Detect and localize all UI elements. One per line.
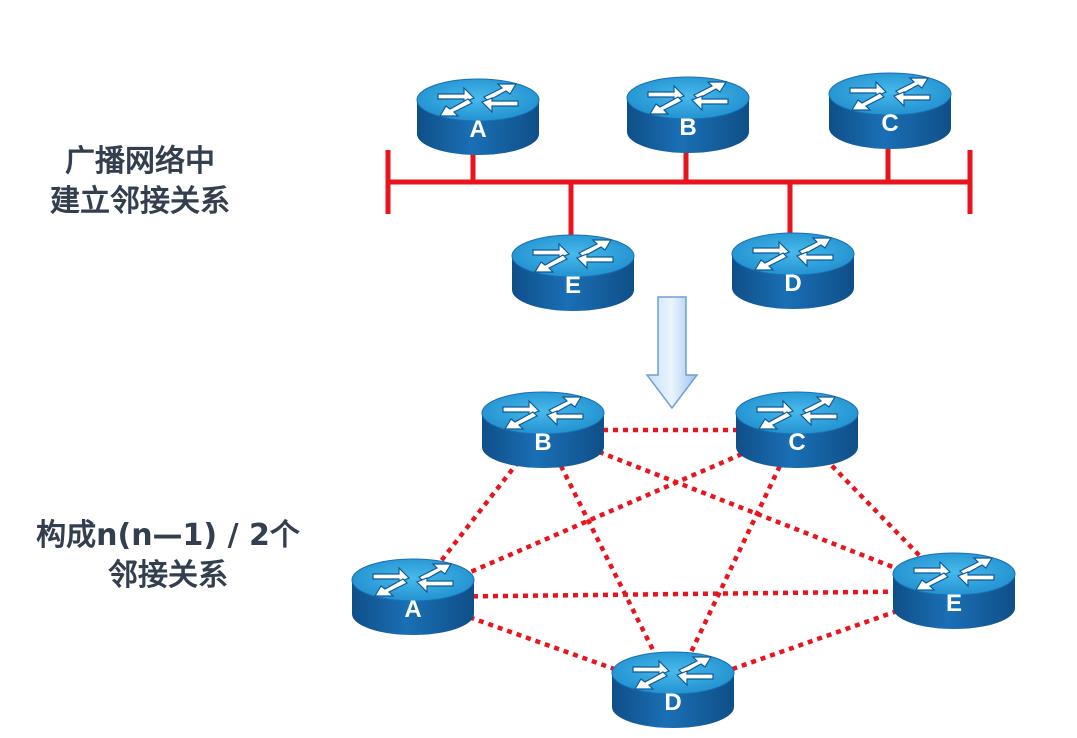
mesh-link: [542, 427, 955, 594]
router-arrows-icon: [502, 396, 584, 430]
mesh-router-label: D: [664, 689, 681, 716]
caption-broadcast-line1: 广播网络中: [65, 144, 215, 179]
router-arrows-icon: [437, 83, 519, 117]
mesh-link: [670, 429, 800, 691]
top-router-label: A: [469, 116, 486, 143]
mesh-router-label: C: [788, 429, 805, 456]
caption-broadcast: 广播网络中 建立邻接关系: [20, 142, 260, 222]
mesh-router-a: A: [351, 558, 475, 635]
mesh-router-d: D: [611, 651, 735, 728]
mesh-router-c: C: [735, 391, 859, 468]
top-router-label: B: [679, 114, 696, 141]
down-arrow-icon: [645, 296, 699, 410]
mesh-link: [412, 588, 955, 600]
router-arrows-icon: [849, 77, 931, 111]
mesh-router-e: E: [892, 552, 1016, 629]
router-arrows-icon: [372, 563, 454, 597]
mesh-link: [412, 427, 798, 600]
routers: A B C E D B C A E D: [351, 72, 1016, 728]
mesh-router-label: E: [946, 590, 962, 617]
router-arrows-icon: [756, 396, 838, 430]
top-router-a: A: [416, 78, 540, 155]
top-router-b: B: [626, 76, 750, 153]
mesh-router-b: B: [481, 391, 605, 468]
router-arrows-icon: [632, 656, 714, 690]
caption-result: 构成n(n—1) / 2个 邻接关系: [18, 516, 318, 596]
top-router-label: E: [565, 272, 581, 299]
mesh-link: [795, 428, 956, 593]
router-arrows-icon: [647, 81, 729, 115]
mesh-link: [540, 428, 676, 692]
caption-result-line1: 构成n(n—1) / 2个: [36, 518, 300, 553]
mesh-links: [411, 427, 956, 693]
top-router-label: D: [784, 270, 801, 297]
mesh-router-label: A: [404, 596, 421, 623]
router-arrows-icon: [752, 237, 834, 271]
bus-network: [385, 146, 973, 240]
caption-broadcast-line2: 建立邻接关系: [50, 184, 230, 219]
caption-result-line2: 邻接关系: [108, 558, 228, 593]
top-router-e: E: [511, 234, 635, 311]
router-arrows-icon: [532, 239, 614, 273]
top-router-d: D: [731, 232, 855, 309]
mesh-router-label: B: [534, 429, 551, 456]
top-router-c: C: [828, 72, 952, 149]
top-router-label: C: [881, 110, 898, 137]
router-arrows-icon: [913, 557, 995, 591]
